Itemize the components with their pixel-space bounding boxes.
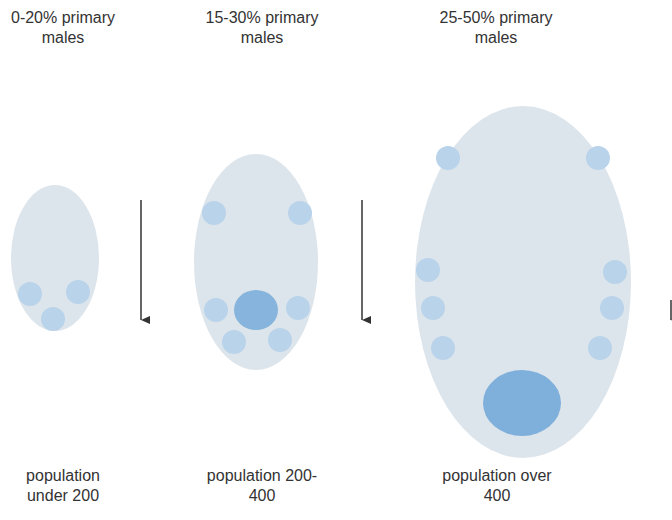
female-group xyxy=(234,290,278,330)
transition-arrows xyxy=(141,200,671,320)
male-territories xyxy=(416,146,627,360)
population-label: population over 400 xyxy=(438,466,556,506)
female-group xyxy=(483,370,561,436)
male-territories xyxy=(18,280,90,331)
population-label: population under 200 xyxy=(4,466,122,506)
population-label: population 200-400 xyxy=(203,466,321,506)
large-population xyxy=(415,106,631,458)
medium-population xyxy=(194,154,318,370)
male-territories xyxy=(202,201,312,354)
small-population xyxy=(11,185,99,331)
male-share-label: 0-20% primary males xyxy=(4,8,122,48)
male-share-label: 15-30% primary males xyxy=(203,8,321,48)
male-share-label: 25-50% primary males xyxy=(437,8,555,48)
